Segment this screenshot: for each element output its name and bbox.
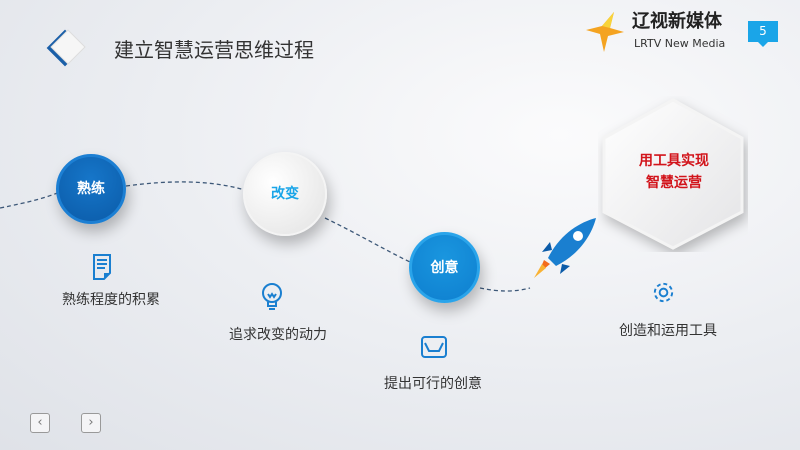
prev-slide-button[interactable]: ‹ <box>30 413 50 433</box>
brand-name: 辽视新媒体 <box>632 11 722 32</box>
step-label-creativity: 提出可行的创意 <box>384 376 482 392</box>
page-title: 建立智慧运营思维过程 <box>114 38 314 62</box>
goal-label: 创造和运用工具 <box>619 323 717 339</box>
step-label-proficiency: 熟练程度的积累 <box>62 292 160 308</box>
step-circle-change: 改变 <box>243 152 327 236</box>
step-circle-proficiency: 熟练 <box>56 154 126 224</box>
brand-star-icon <box>586 12 624 52</box>
goal-text: 用工具实现智慧运营 <box>610 150 738 194</box>
rocket-icon <box>534 218 596 278</box>
inbox-tray-icon <box>421 336 447 358</box>
brand-name-en: LRTV New Media <box>634 37 726 50</box>
document-icon <box>93 254 111 280</box>
logo-diamond-icon <box>46 29 86 67</box>
page-number-badge: 5 <box>748 21 778 47</box>
goal-hexagon <box>602 98 744 250</box>
step-label-change: 追求改变的动力 <box>229 327 327 343</box>
lightbulb-icon <box>262 283 282 310</box>
next-slide-button[interactable]: › <box>81 413 101 433</box>
goal-line-2: 智慧运营 <box>646 175 702 191</box>
goal-line-1: 用工具实现 <box>639 153 709 169</box>
step-circle-creativity: 创意 <box>409 232 480 303</box>
gear-icon <box>653 282 674 303</box>
